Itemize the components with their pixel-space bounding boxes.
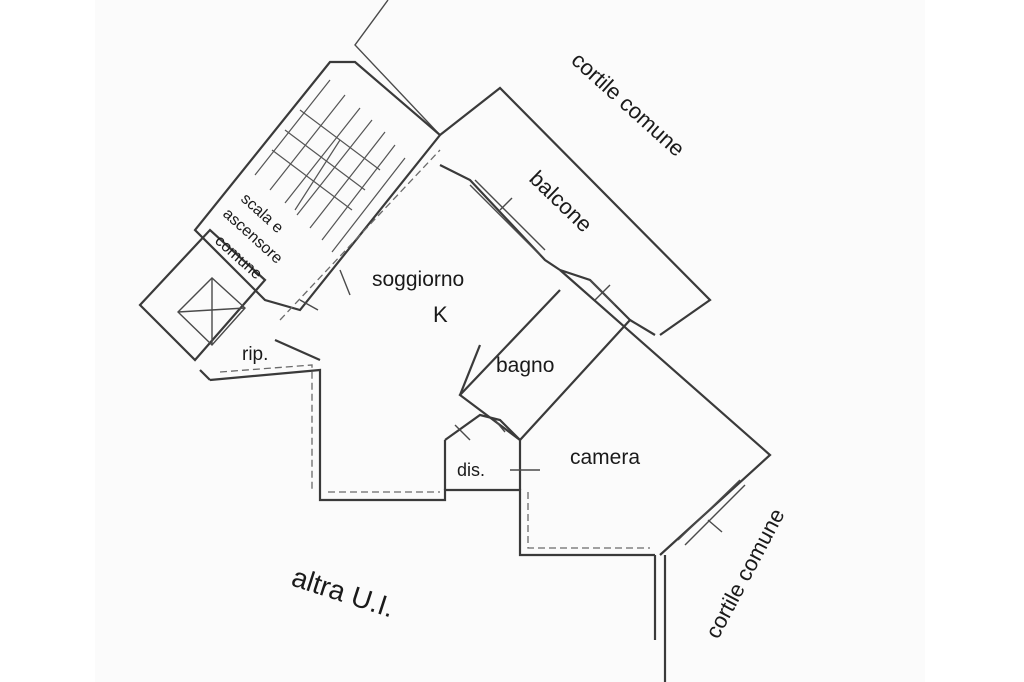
label-camera: camera: [570, 446, 640, 469]
interior-walls: [274, 164, 656, 490]
label-kitchen: K: [433, 302, 448, 327]
label-dis: dis.: [457, 460, 485, 480]
label-soggiorno: soggiorno: [372, 268, 464, 291]
courtyard-boundary-top: [354, 0, 441, 136]
elevator-shaft: [138, 228, 267, 362]
apartment-outer-wall: [199, 86, 772, 682]
inner-wall-dashes: [219, 149, 650, 549]
label-rip: rip.: [242, 344, 268, 365]
window-marks: [299, 179, 746, 546]
label-bagno: bagno: [496, 354, 554, 377]
stair-treads: [254, 79, 406, 253]
